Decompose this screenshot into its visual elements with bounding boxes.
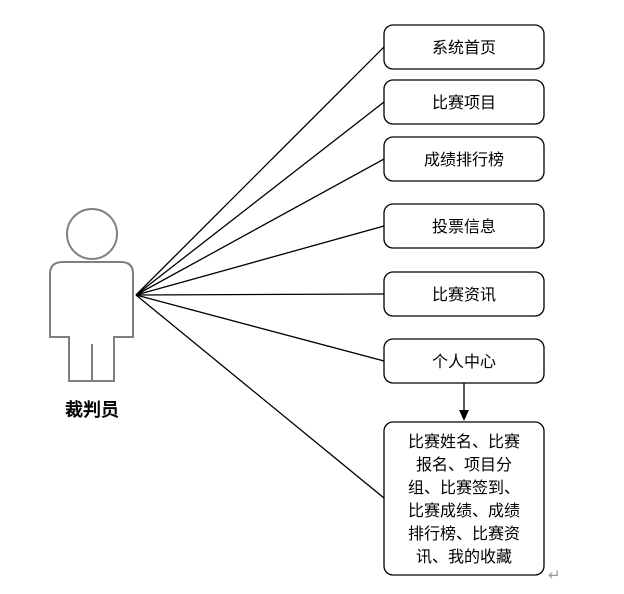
actor-figure bbox=[49, 208, 134, 382]
menu-item-box: 比赛项目 bbox=[383, 79, 545, 125]
menu-item-box: 系统首页 bbox=[383, 24, 545, 70]
actor-head-icon bbox=[66, 208, 118, 260]
arrowhead-icon bbox=[459, 410, 469, 421]
menu-item-box: 比赛资讯 bbox=[383, 271, 545, 317]
detail-line: 比赛成绩、成绩 bbox=[408, 501, 520, 520]
detail-line: 比赛姓名、比赛 bbox=[408, 432, 520, 451]
line-to-item-0 bbox=[135, 46, 385, 296]
detail-line: 排行榜、比赛资 bbox=[408, 524, 520, 543]
menu-item-box: 个人中心 bbox=[383, 338, 545, 384]
menu-item-label: 投票信息 bbox=[432, 217, 496, 236]
line-to-item-2 bbox=[135, 158, 385, 296]
detail-line: 组、比赛签到、 bbox=[408, 478, 520, 497]
detail-line: 报名、项目分 bbox=[416, 455, 512, 474]
menu-item-label: 成绩排行榜 bbox=[424, 150, 504, 169]
menu-item-label: 比赛项目 bbox=[432, 93, 496, 112]
detail-line: 讯、我的收藏 bbox=[416, 547, 512, 566]
include-arrow bbox=[459, 383, 469, 421]
menu-item-label: 个人中心 bbox=[432, 352, 496, 371]
line-to-item-3 bbox=[135, 225, 385, 296]
menu-item-box: 成绩排行榜 bbox=[383, 136, 545, 182]
line-to-item-5 bbox=[135, 294, 385, 362]
menu-item-box: 投票信息 bbox=[383, 203, 545, 249]
menu-item-label: 系统首页 bbox=[432, 38, 496, 57]
association-lines bbox=[135, 46, 385, 499]
detail-box: 比赛姓名、比赛 报名、项目分 组、比赛签到、 比赛成绩、成绩 排行榜、比赛资 讯… bbox=[383, 421, 545, 576]
actor-label: 裁判员 bbox=[65, 399, 119, 421]
line-to-item-1 bbox=[135, 101, 385, 296]
actor-body-icon bbox=[49, 261, 134, 382]
line-to-detail-box bbox=[135, 294, 385, 499]
line-to-item-4 bbox=[135, 293, 385, 296]
menu-item-label: 比赛资讯 bbox=[432, 285, 496, 304]
paragraph-mark-icon: ↵ bbox=[548, 566, 561, 584]
